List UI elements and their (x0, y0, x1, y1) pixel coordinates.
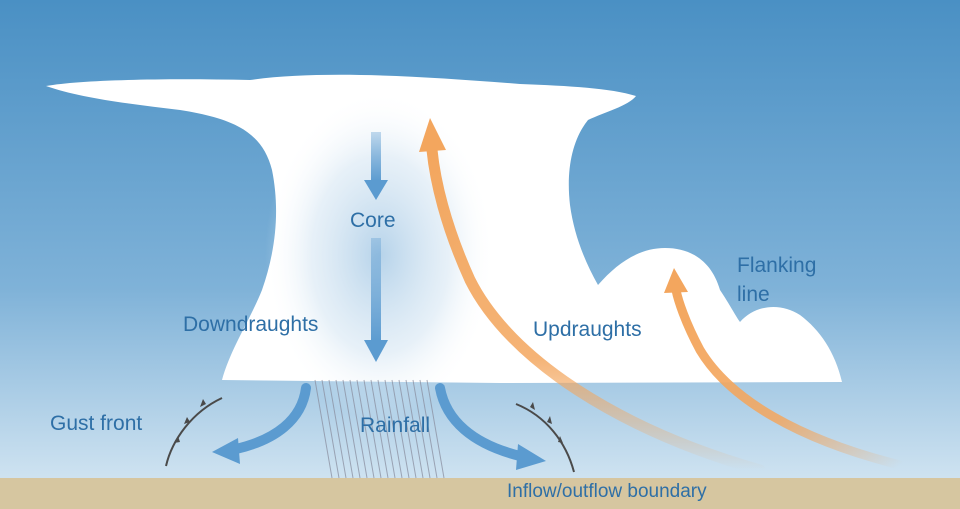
boundary-front-line (515, 402, 575, 473)
label-flanking-line-1: Flanking (737, 254, 816, 277)
outflow-right-arrow (435, 383, 546, 470)
main-updraught-arrow (419, 118, 766, 476)
label-updraughts: Updraughts (533, 318, 642, 341)
label-flanking-line-2: line (737, 283, 770, 306)
downdraught-arrow (364, 238, 388, 362)
outflow-left-arrow (212, 383, 311, 464)
label-inflow-outflow-boundary: Inflow/outflow boundary (507, 481, 707, 502)
label-downdraughts: Downdraughts (183, 313, 318, 336)
label-core: Core (350, 209, 396, 232)
label-gust-front: Gust front (50, 412, 142, 435)
core-arrow (364, 132, 388, 200)
gust-front-line (165, 397, 223, 467)
ground (0, 478, 960, 509)
rainfall-streaks (314, 379, 445, 479)
label-rainfall: Rainfall (360, 414, 430, 437)
flanking-updraught-arrow (664, 268, 905, 470)
